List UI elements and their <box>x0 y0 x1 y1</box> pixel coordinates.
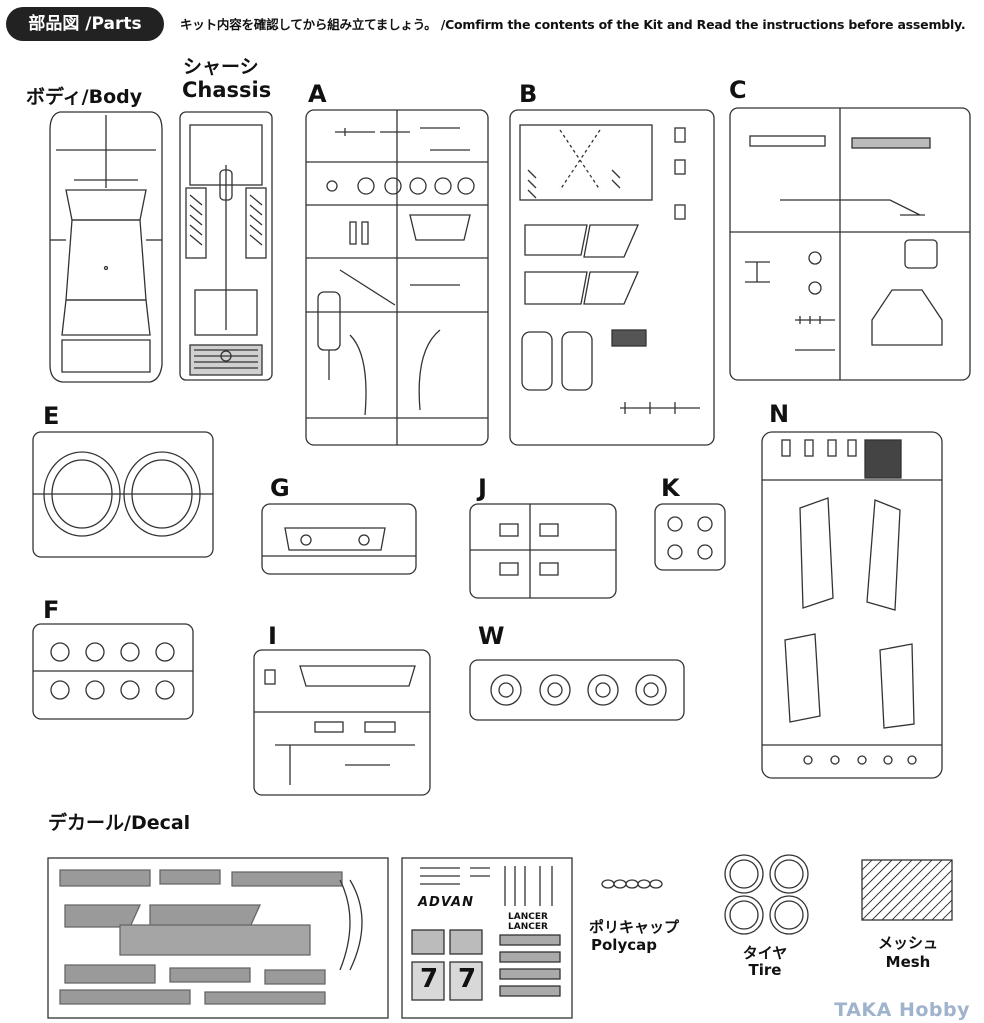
sprue-j <box>469 503 617 599</box>
decal-advan: ADVAN <box>418 895 474 910</box>
label-tire-jp: タイヤ <box>742 944 788 962</box>
label-mesh-jp: メッシュ <box>877 934 938 952</box>
label-sprue-c: C <box>729 76 747 104</box>
label-sprue-n: N <box>769 400 790 428</box>
label-mesh-en: Mesh <box>885 953 931 971</box>
decal-lancer-2: LANCER <box>508 922 548 932</box>
label-decal: デカール/Decal <box>48 812 191 834</box>
chassis-illustration <box>179 111 273 381</box>
decal-lancer-1: LANCER <box>508 912 548 922</box>
polycap-illustration <box>601 879 663 889</box>
decal-number-1: 7 <box>420 964 439 994</box>
label-sprue-g: G <box>270 474 290 502</box>
sprue-i <box>253 649 431 796</box>
sprue-e <box>32 431 214 558</box>
tire-illustration <box>724 854 809 935</box>
sprue-g <box>261 503 417 575</box>
label-sprue-k: K <box>661 474 680 502</box>
sprue-c <box>729 107 971 381</box>
watermark: TAKA Hobby <box>834 999 970 1021</box>
label-sprue-i: I <box>268 622 277 650</box>
sprue-n <box>761 431 943 779</box>
decal-sheet-markings <box>401 857 573 1019</box>
label-chassis-en: Chassis <box>182 78 272 102</box>
label-polycap-jp: ポリキャップ <box>588 918 679 936</box>
decal-sheet-body <box>47 857 389 1019</box>
label-tire-en: Tire <box>748 961 782 979</box>
sprue-k <box>654 503 726 571</box>
label-sprue-b: B <box>519 80 538 108</box>
decal-number-2: 7 <box>458 964 477 994</box>
label-sprue-w: W <box>478 622 505 650</box>
sprue-a <box>305 109 489 446</box>
label-chassis-jp: シャーシ <box>183 56 259 78</box>
label-sprue-a: A <box>308 80 327 108</box>
sprue-w <box>469 659 685 721</box>
header-instruction: キット内容を確認してから組み立てましょう。 /Comfirm the conte… <box>180 17 966 32</box>
label-body: ボディ/Body <box>26 86 143 108</box>
label-sprue-j: J <box>478 474 487 502</box>
label-sprue-e: E <box>43 402 60 430</box>
mesh-illustration <box>861 859 953 921</box>
parts-title-badge: 部品図 /Parts <box>6 7 164 41</box>
sprue-f <box>32 623 194 720</box>
body-illustration <box>49 111 163 383</box>
sprue-b <box>509 109 715 446</box>
label-polycap-en: Polycap <box>591 936 657 954</box>
label-sprue-f: F <box>43 596 60 624</box>
